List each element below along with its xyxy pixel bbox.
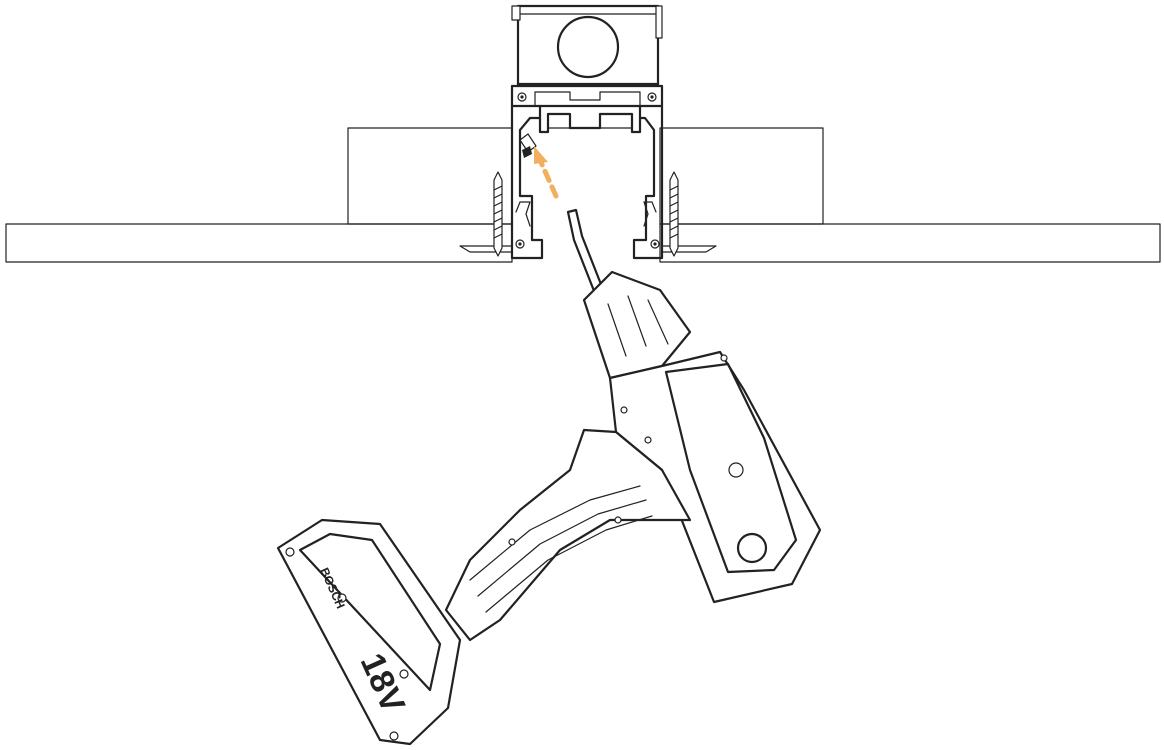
screw-left xyxy=(493,171,503,257)
upper-block-left xyxy=(347,127,513,225)
recessed-profile xyxy=(459,84,717,260)
cordless-drill: 18V BOSCH xyxy=(276,208,822,746)
upper-block-right xyxy=(659,127,824,225)
direction-arrow xyxy=(534,146,559,199)
driver-box xyxy=(511,4,663,88)
spring-clip xyxy=(519,133,537,158)
cable-hole xyxy=(556,15,620,79)
screw-right xyxy=(669,171,679,257)
